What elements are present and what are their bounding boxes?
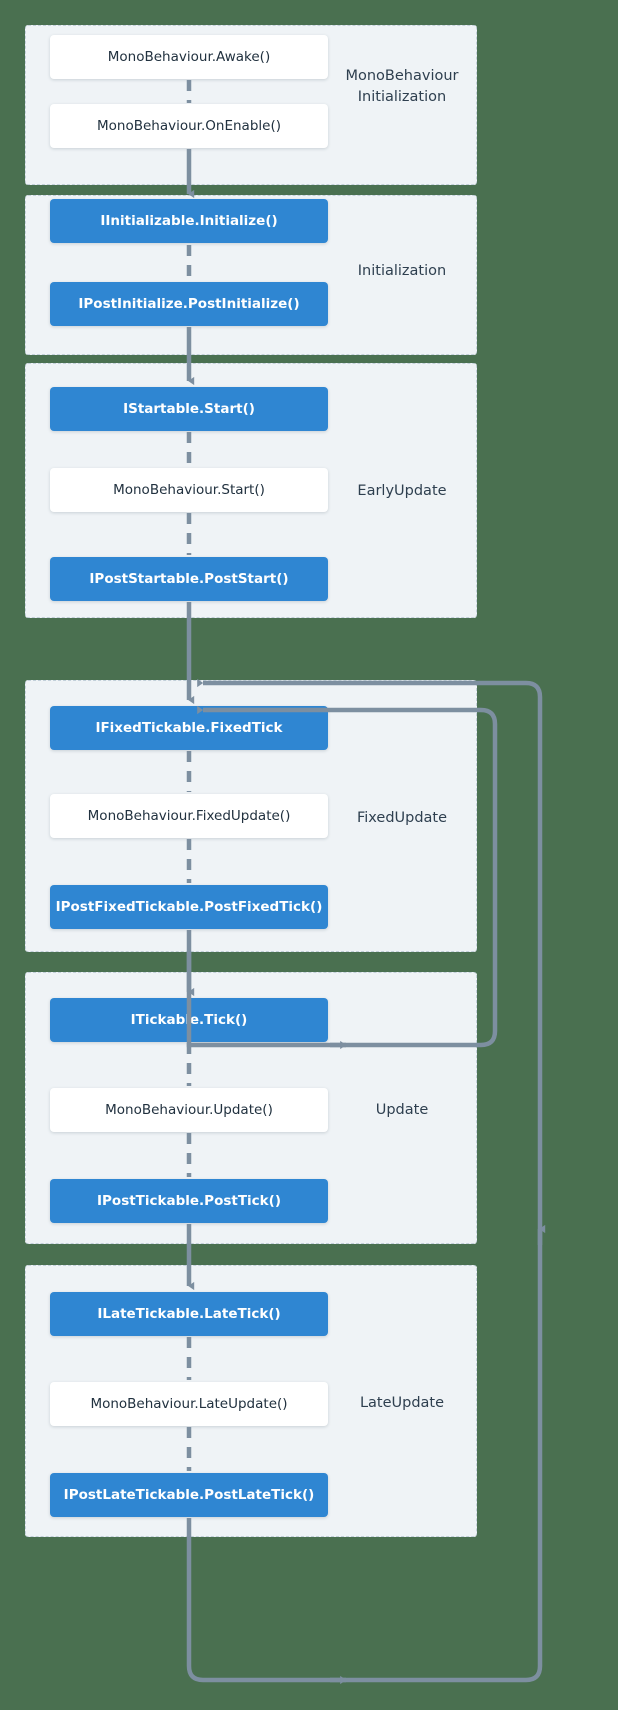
node-monobehaviour-fixedupdate[interactable]: MonoBehaviour.FixedUpdate() [50,794,328,838]
phase-label-line: MonoBehaviour [345,68,459,84]
phase-label-line: Initialization [357,263,447,279]
phase-label-initialization: Initialization [327,261,477,282]
node-monobehaviour-awake[interactable]: MonoBehaviour.Awake() [50,35,328,79]
phase-label-line: Update [375,1102,429,1118]
phase-label-late-update: LateUpdate [327,1393,477,1414]
phase-label-monobehaviour-initialization: MonoBehaviour Initialization [327,66,477,108]
phase-label-line: FixedUpdate [356,810,448,826]
phase-label-update: Update [327,1100,477,1121]
node-monobehaviour-onenable[interactable]: MonoBehaviour.OnEnable() [50,104,328,148]
phase-label-line: Initialization [357,89,447,106]
node-iinitializable-initialize[interactable]: IInitializable.Initialize() [50,199,328,243]
loop-fixedupdate-return-path [186,705,498,1048]
loop-frame-return-path [186,678,543,1683]
node-ipostfixedtickable-postfixedtick[interactable]: IPostFixedTickable.PostFixedTick() [50,885,328,929]
node-ilatetickable-latetick[interactable]: ILateTickable.LateTick() [50,1292,328,1336]
phase-label-fixed-update: FixedUpdate [327,808,477,829]
node-ipoststartable-poststart[interactable]: IPostStartable.PostStart() [50,557,328,601]
phase-label-line: LateUpdate [359,1395,445,1411]
node-ipostinitialize-postinitialize[interactable]: IPostInitialize.PostInitialize() [50,282,328,326]
node-istartable-start[interactable]: IStartable.Start() [50,387,328,431]
node-ifixedtickable-fixedtick[interactable]: IFixedTickable.FixedTick [50,706,328,750]
node-monobehaviour-update[interactable]: MonoBehaviour.Update() [50,1088,328,1132]
node-monobehaviour-start[interactable]: MonoBehaviour.Start() [50,468,328,512]
phase-label-early-update: EarlyUpdate [327,481,477,502]
node-iposttickable-posttick[interactable]: IPostTickable.PostTick() [50,1179,328,1223]
node-monobehaviour-lateupdate[interactable]: MonoBehaviour.LateUpdate() [50,1382,328,1426]
node-ipostlatetickable-postlatetick[interactable]: IPostLateTickable.PostLateTick() [50,1473,328,1517]
phase-label-line: EarlyUpdate [357,483,447,499]
